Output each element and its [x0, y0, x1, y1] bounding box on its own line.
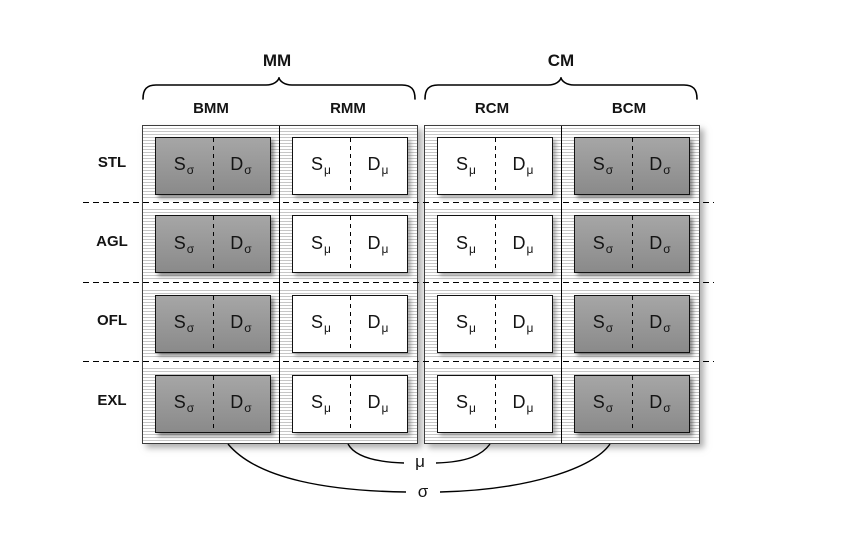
- cell-BCM-STL: Sσ Dσ: [573, 136, 690, 195]
- cell-s-label: Sσ: [592, 232, 614, 256]
- row-separator-2: [83, 282, 714, 283]
- cell-d-label: Dσ: [230, 154, 252, 177]
- row-label-exl: EXL: [97, 392, 127, 409]
- row-label-ofl: OFL: [97, 312, 127, 329]
- cell-BCM-OFL: Sσ Dσ: [573, 294, 690, 353]
- cell-s-label: Sσ: [173, 312, 195, 335]
- cell-d-label: Dμ: [367, 154, 389, 177]
- cell-divider-icon: [349, 295, 351, 352]
- cell-divider-icon: [212, 216, 214, 272]
- row-gap-band: [425, 199, 699, 208]
- mu-link-label: μ: [415, 452, 425, 471]
- sigma-link-curve-right: [439, 443, 611, 493]
- cell-RMM-AGL: Sμ Dμ: [291, 215, 408, 273]
- cell-divider-icon: [349, 216, 351, 272]
- sigma-link-label: σ: [417, 482, 429, 501]
- row-label-stl: STL: [97, 154, 127, 171]
- cell-RCM-EXL: Sμ Dμ: [436, 374, 553, 433]
- cell-s-label: Sμ: [456, 154, 476, 177]
- cell-d-label: Dμ: [512, 232, 534, 256]
- cell-d-label: Dμ: [512, 392, 534, 415]
- group-label-mm: MM: [262, 51, 292, 70]
- cell-s-label: Sμ: [311, 154, 331, 177]
- panel-mm-column-divider: [279, 126, 280, 443]
- cell-d-label: Dμ: [367, 392, 389, 415]
- cell-s-label: Sμ: [311, 232, 331, 256]
- group-label-cm: CM: [547, 51, 575, 70]
- cell-BMM-AGL: Sσ Dσ: [154, 215, 271, 273]
- cell-divider-icon: [631, 375, 633, 432]
- col-header-rmm: RMM: [330, 100, 366, 117]
- cell-d-label: Dμ: [512, 154, 534, 177]
- row-separator-3: [83, 361, 714, 362]
- cell-BCM-EXL: Sσ Dσ: [573, 374, 690, 433]
- cell-divider-icon: [494, 375, 496, 432]
- row-separator-1: [83, 202, 714, 203]
- cell-d-label: Dσ: [230, 312, 252, 335]
- cell-BCM-AGL: Sσ Dσ: [573, 215, 690, 273]
- row-gap-band: [425, 358, 699, 367]
- cell-s-label: Sσ: [173, 392, 195, 415]
- cell-s-label: Sμ: [456, 312, 476, 335]
- col-header-bmm: BMM: [193, 100, 229, 117]
- cell-RMM-OFL: Sμ Dμ: [291, 294, 408, 353]
- cell-d-label: Dσ: [649, 232, 671, 256]
- cell-divider-icon: [349, 137, 351, 194]
- cell-s-label: Sσ: [173, 154, 195, 177]
- cell-divider-icon: [494, 295, 496, 352]
- cell-d-label: Dσ: [649, 392, 671, 415]
- brace-cm-path: [424, 77, 698, 100]
- cell-RMM-EXL: Sμ Dμ: [291, 374, 408, 433]
- mu-link-curve-right: [435, 443, 491, 464]
- cell-d-label: Dμ: [367, 232, 389, 256]
- cell-BMM-STL: Sσ Dσ: [154, 136, 271, 195]
- mu-link-curve-left: [347, 443, 405, 464]
- cell-divider-icon: [494, 216, 496, 272]
- cell-s-label: Sμ: [311, 392, 331, 415]
- row-gap-band: [425, 279, 699, 288]
- cell-divider-icon: [212, 295, 214, 352]
- cell-BMM-OFL: Sσ Dσ: [154, 294, 271, 353]
- cell-divider-icon: [212, 375, 214, 432]
- brace-cm-icon: [424, 77, 698, 100]
- cell-divider-icon: [349, 375, 351, 432]
- cell-d-label: Dσ: [230, 392, 252, 415]
- cell-s-label: Sσ: [592, 312, 614, 335]
- col-header-bcm: BCM: [611, 100, 647, 117]
- cell-divider-icon: [631, 295, 633, 352]
- cell-divider-icon: [212, 137, 214, 194]
- cell-RMM-STL: Sμ Dμ: [291, 136, 408, 195]
- panel-cm-column-divider: [561, 126, 562, 443]
- brace-mm-icon: [142, 77, 416, 100]
- cell-d-label: Dμ: [367, 312, 389, 335]
- sigma-link-curve-left: [227, 443, 407, 493]
- cell-divider-icon: [631, 137, 633, 194]
- row-gap-band: [143, 358, 417, 367]
- link-curves: [227, 443, 611, 493]
- col-header-rcm: RCM: [474, 100, 510, 117]
- cell-d-label: Dσ: [230, 232, 252, 256]
- cell-RCM-OFL: Sμ Dμ: [436, 294, 553, 353]
- row-gap-band: [143, 279, 417, 288]
- cell-s-label: Sμ: [456, 392, 476, 415]
- cell-d-label: Dσ: [649, 154, 671, 177]
- row-gap-band: [143, 199, 417, 208]
- cell-s-label: Sσ: [592, 154, 614, 177]
- cell-BMM-EXL: Sσ Dσ: [154, 374, 271, 433]
- cell-d-label: Dμ: [512, 312, 534, 335]
- cell-s-label: Sσ: [592, 392, 614, 415]
- row-label-agl: AGL: [96, 233, 128, 250]
- cell-s-label: Sσ: [173, 232, 195, 256]
- brace-mm-path: [142, 77, 416, 100]
- cell-RCM-AGL: Sμ Dμ: [436, 215, 553, 273]
- cell-s-label: Sμ: [311, 312, 331, 335]
- cell-RCM-STL: Sμ Dμ: [436, 136, 553, 195]
- cell-divider-icon: [494, 137, 496, 194]
- cell-d-label: Dσ: [649, 312, 671, 335]
- cell-divider-icon: [631, 216, 633, 272]
- cell-s-label: Sμ: [456, 232, 476, 256]
